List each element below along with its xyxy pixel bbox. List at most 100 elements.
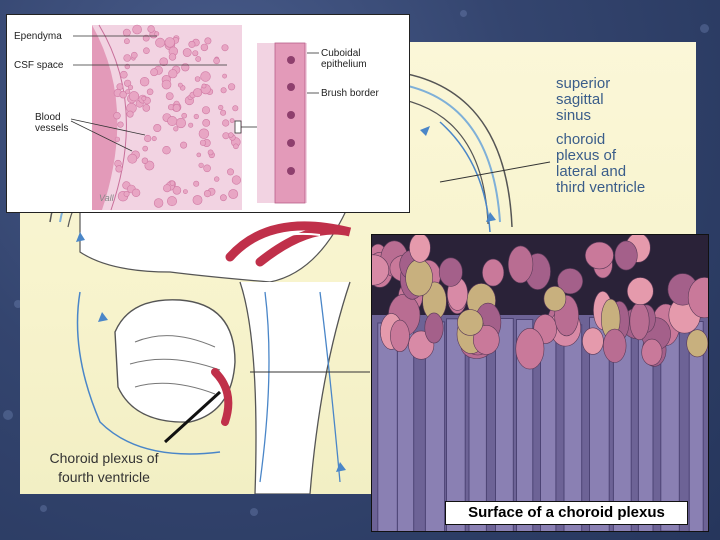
tissue-cell — [192, 50, 199, 57]
microvillus-bulb — [629, 302, 650, 341]
tissue-cell — [232, 105, 239, 112]
tissue-cell — [146, 88, 154, 96]
tissue-cell — [125, 89, 131, 95]
tissue-cell — [139, 76, 150, 87]
microvillus-bulb — [424, 312, 444, 344]
tissue-cell — [123, 190, 130, 197]
tissue-cell — [200, 71, 211, 82]
tissue-cell — [144, 134, 152, 143]
bg-dot — [3, 410, 13, 420]
brain-drawing — [49, 68, 551, 494]
microvillus-bulb — [614, 240, 638, 271]
tissue-cell — [199, 139, 207, 146]
tissue-cell — [163, 184, 172, 193]
tissue-cell — [131, 188, 141, 198]
tissue-cell — [117, 121, 124, 128]
cell-column — [446, 318, 466, 531]
tissue-cell — [222, 132, 230, 140]
tissue-cell — [201, 83, 207, 89]
microvillus-bulb — [405, 259, 433, 297]
tissue-cell — [181, 112, 187, 119]
tissue-cell — [207, 149, 214, 156]
tissue-cell — [180, 141, 188, 149]
tissue-cell — [126, 110, 134, 118]
tissue-cell — [142, 34, 150, 42]
microvillus-bulb — [473, 325, 500, 355]
tissue-cell — [229, 118, 235, 123]
microvillus-bulb — [603, 328, 627, 363]
tissue-cell — [220, 109, 227, 116]
microvillus-bulb — [372, 254, 390, 286]
tissue-cell — [203, 190, 212, 198]
tissue-cell — [182, 48, 192, 57]
tissue-cell — [159, 57, 168, 67]
tissue-cell — [114, 136, 120, 142]
microvillus-bulb — [515, 327, 545, 370]
tissue-cell — [127, 153, 138, 164]
tissue-cell — [115, 165, 123, 173]
microvillus-bulb — [390, 319, 410, 352]
sem-photo-inset: Surface of a choroid plexus — [371, 234, 709, 532]
microvillus-bulb — [641, 338, 663, 366]
tissue-cell — [213, 57, 220, 65]
microvillus-bulb — [686, 329, 708, 358]
bg-dot — [460, 10, 467, 17]
tissue-cell — [167, 196, 178, 207]
bg-dot — [14, 300, 22, 308]
label-cuboidal-epithelium: Cuboidal epithelium — [321, 48, 367, 70]
tissue-cell — [193, 180, 200, 187]
microvillus-bulb — [508, 245, 534, 284]
label-line: sagittal — [556, 91, 604, 108]
microvillus-bulb — [482, 258, 505, 287]
microvillus-bulb — [626, 277, 654, 306]
tissue-cell — [233, 143, 239, 150]
label-line: lateral and — [556, 163, 627, 180]
tissue-cell — [123, 54, 131, 62]
tissue-cell — [172, 104, 181, 112]
cell-column — [495, 318, 514, 531]
tissue-cell — [188, 122, 194, 128]
label-line: sinus — [556, 107, 592, 124]
tissue-cell — [203, 164, 211, 173]
tissue-cell — [168, 69, 178, 79]
tissue-cell — [147, 25, 155, 33]
sem-caption: Surface of a choroid plexus — [445, 501, 688, 525]
tissue-cell — [228, 189, 239, 199]
tissue-cell — [173, 126, 179, 132]
tissue-cell — [131, 51, 138, 59]
microvillus-bulb — [409, 235, 431, 263]
label-line: choroid — [556, 131, 606, 148]
tissue-cell — [218, 104, 224, 111]
label-line: epithelium — [321, 59, 367, 70]
label-line: Cuboidal — [321, 48, 361, 59]
tissue-cell — [162, 146, 171, 155]
tissue-cell — [167, 116, 178, 127]
tissue-cell — [142, 145, 148, 152]
tissue-cell — [141, 157, 149, 164]
tissue-cell — [182, 189, 188, 194]
tissue-cell — [231, 175, 241, 185]
tissue-cell — [175, 117, 186, 129]
tissue-cell — [188, 40, 196, 48]
tissue-cell — [165, 92, 174, 100]
tissue-cell — [144, 160, 155, 171]
label-line: superior — [556, 75, 611, 92]
microvillus-bulb — [687, 277, 708, 319]
tissue-cell — [128, 91, 140, 102]
artist-signature: Vall — [99, 193, 114, 203]
tissue-cell — [202, 119, 211, 127]
microvillus-bulb — [543, 286, 567, 312]
tissue-cell — [228, 83, 236, 91]
tissue-cell — [194, 76, 201, 82]
label-line: plexus of — [556, 147, 617, 164]
tissue-cell — [124, 38, 130, 45]
sem-photo-drawing — [372, 235, 708, 531]
tissue-cell — [198, 128, 210, 139]
label-line: vessels — [35, 123, 69, 134]
tissue-cell — [154, 31, 160, 37]
tissue-cell — [195, 56, 202, 62]
tissue-cell — [113, 111, 121, 120]
tissue-cell — [161, 79, 172, 90]
microvillus-bulb — [582, 327, 604, 355]
tissue-cell — [193, 113, 199, 120]
